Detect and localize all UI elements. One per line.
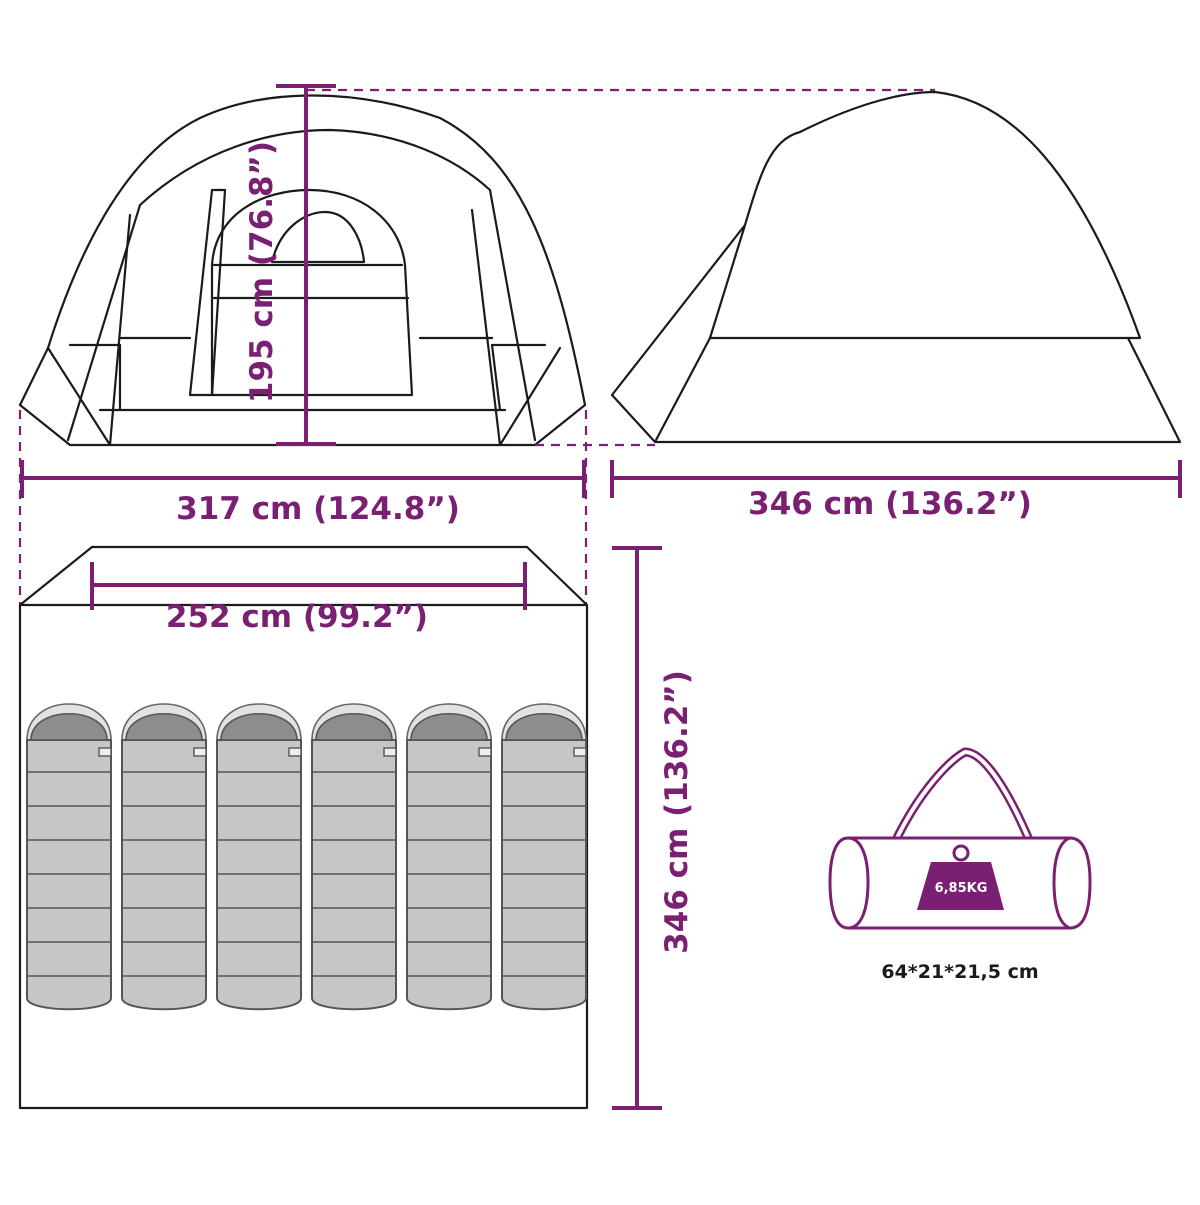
sleeping-bag <box>311 703 397 1011</box>
weight-label: 6,85KG <box>935 881 988 896</box>
sleeping-bag-zipper-tab <box>98 747 112 757</box>
guide-lines <box>18 88 935 605</box>
floor-plan: 252 cm (99.2”) <box>18 545 589 1110</box>
sleeping-bag-zipper-tab <box>193 747 207 757</box>
side-inner-body <box>610 336 1182 444</box>
sleeping-bag-zipper-tab <box>573 747 587 757</box>
side-length-label: 346 cm (136.2”) <box>748 486 1032 522</box>
sleeping-bag <box>406 703 492 1011</box>
front-window-mesh <box>270 210 366 264</box>
front-inner-arch <box>66 128 537 442</box>
front-door-panel <box>188 188 227 397</box>
front-height-dimension: 195 cm (76.8”) <box>244 84 336 446</box>
sleeping-bags <box>26 703 587 1011</box>
sleeping-bag <box>121 703 207 1011</box>
side-view <box>610 90 1182 444</box>
sleeping-bag <box>501 703 587 1011</box>
floor-length-dimension: 346 cm (136.2”) <box>612 546 695 1110</box>
side-length-dimension: 346 cm (136.2”) <box>610 460 1182 522</box>
sleeping-bag-head <box>505 713 583 741</box>
sleeping-bag-zipper-tab <box>478 747 492 757</box>
sleeping-bag <box>216 703 302 1011</box>
front-outer-dome <box>18 94 587 407</box>
sleeping-bag-head <box>220 713 298 741</box>
sleeping-bag-head <box>30 713 108 741</box>
weight-body <box>917 862 1004 910</box>
sleeping-bag-head <box>410 713 488 741</box>
floor-plan-outline <box>18 545 589 1110</box>
carry-bag-size-label: 64*21*21,5 cm <box>881 961 1038 983</box>
front-width-label: 317 cm (124.8”) <box>176 491 460 527</box>
floor-length-label: 346 cm (136.2”) <box>659 670 695 954</box>
sleeping-bag-head <box>315 713 393 741</box>
weight-icon: 6,85KG <box>917 844 1004 910</box>
sleeping-bag-zipper-tab <box>383 747 397 757</box>
weight-ring <box>952 844 970 862</box>
side-outer-fly <box>610 90 1142 397</box>
front-left-wall <box>46 213 132 447</box>
front-height-label: 195 cm (76.8”) <box>244 141 280 403</box>
floor-inner-width-label: 252 cm (99.2”) <box>166 599 428 635</box>
front-door-opening <box>210 188 414 397</box>
sleeping-bag-zipper-tab <box>288 747 302 757</box>
front-right-wall <box>470 208 562 447</box>
sleeping-bag-head <box>125 713 203 741</box>
front-width-dimension: 317 cm (124.8”) <box>20 460 586 527</box>
sleeping-bag <box>26 703 112 1011</box>
front-view <box>18 94 587 447</box>
